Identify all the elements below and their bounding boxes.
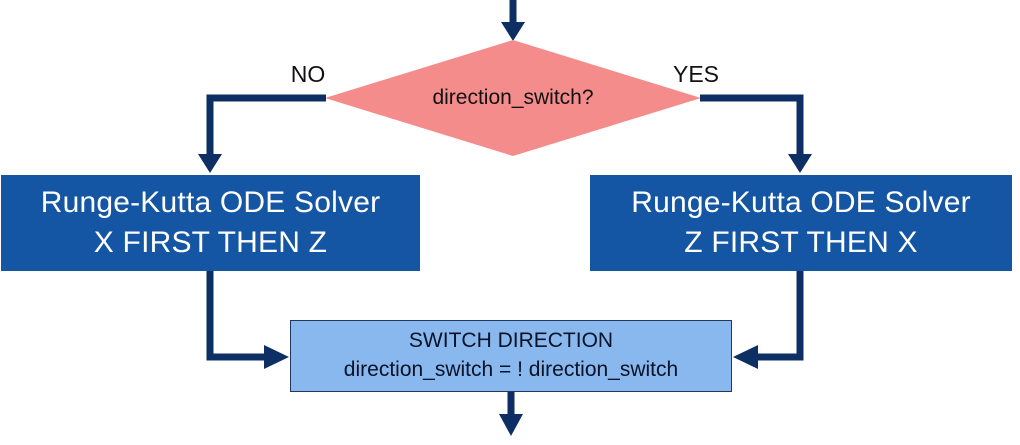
decision-label: direction_switch? <box>432 86 594 109</box>
switch-direction-line2: direction_switch = ! direction_switch <box>343 358 679 381</box>
process-box-x-first: Runge-Kutta ODE Solver X FIRST THEN Z <box>1 175 420 271</box>
arrow-right-to-switch-head-icon <box>733 345 758 369</box>
arrow-yes-line <box>700 94 804 156</box>
branch-label-no: NO <box>290 61 326 87</box>
arrow-no-head-icon <box>198 154 222 173</box>
switch-direction-box: SWITCH DIRECTION direction_switch = ! di… <box>290 320 732 392</box>
arrow-left-to-switch-line <box>206 271 266 361</box>
arrow-entry-head-icon <box>501 22 525 41</box>
arrow-right-to-switch-line <box>756 271 804 361</box>
arrow-yes-head-icon <box>788 154 812 173</box>
switch-direction-line1: SWITCH DIRECTION <box>408 329 614 353</box>
process-box-z-first-line1: Runge-Kutta ODE Solver <box>631 186 971 220</box>
decision-diamond <box>325 40 701 156</box>
process-box-z-first-line2: Z FIRST THEN X <box>684 226 918 259</box>
process-box-x-first-line2: X FIRST THEN Z <box>93 226 328 259</box>
branch-label-yes: YES <box>672 61 720 87</box>
process-box-x-first-line1: Runge-Kutta ODE Solver <box>40 186 381 220</box>
arrow-left-to-switch-head-icon <box>264 345 289 369</box>
process-box-z-first: Runge-Kutta ODE Solver Z FIRST THEN X <box>590 175 1012 271</box>
arrow-exit-head-icon <box>499 414 523 436</box>
arrow-no-line <box>206 94 326 156</box>
